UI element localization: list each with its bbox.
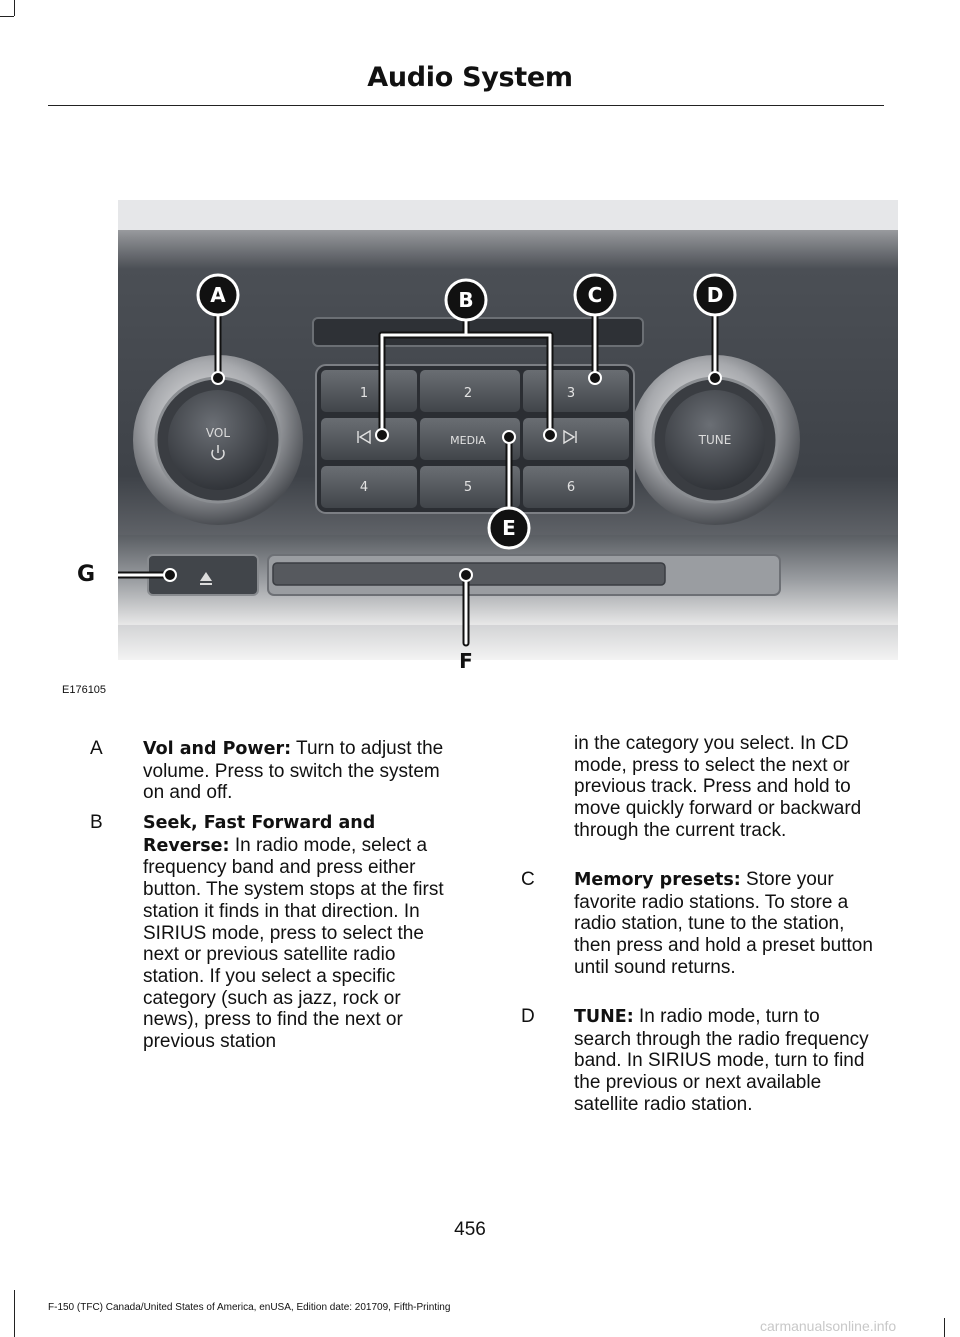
entry-description: In radio mode, turn to search through th… xyxy=(574,1006,869,1115)
radio-panel-illustration: VOL TUNE 1 2 3 MEDIA 4 5 6 xyxy=(118,180,898,670)
header-divider xyxy=(48,105,884,106)
entry-letter: B xyxy=(90,812,103,833)
entry-letter: C xyxy=(521,869,535,890)
tune-knob: TUNE xyxy=(630,355,800,525)
entry-term: Seek, Fast Forward and Reverse: xyxy=(143,813,376,856)
entry-letter: D xyxy=(521,1006,535,1027)
media-label: MEDIA xyxy=(450,434,486,447)
seek-back-icon xyxy=(357,429,371,445)
callout-c: C xyxy=(588,283,603,307)
seek-forward-icon xyxy=(563,429,577,445)
entry-description: Store your favorite radio stations. To s… xyxy=(574,869,873,978)
callout-b: B xyxy=(458,288,473,312)
callout-f: F xyxy=(459,649,473,670)
preset-2-label: 2 xyxy=(464,386,472,401)
crop-mark xyxy=(14,0,15,16)
callout-d: D xyxy=(707,283,724,307)
preset-5-label: 5 xyxy=(464,480,472,495)
eject-icon xyxy=(200,572,212,585)
entry-description: Turn to adjust the volume. Press to swit… xyxy=(143,738,444,804)
vol-knob: VOL xyxy=(133,355,303,525)
power-icon xyxy=(211,445,225,460)
preset-6-label: 6 xyxy=(567,480,575,495)
figure-code: E176105 xyxy=(62,684,107,696)
watermark: carmanualsonline.info xyxy=(760,1318,897,1334)
callout-g: G xyxy=(77,562,96,587)
entry-term: Memory presets: xyxy=(574,870,741,890)
crop-mark xyxy=(0,16,14,17)
page-title: Audio System xyxy=(367,62,573,93)
footer-edition: F-150 (TFC) Canada/United States of Amer… xyxy=(48,1302,451,1313)
entry-b-continuation: in the category you select. In CD mode, … xyxy=(574,733,862,841)
entry-description: In radio mode, select a frequency band a… xyxy=(143,834,444,1053)
crop-mark xyxy=(944,1318,945,1337)
preset-3-label: 3 xyxy=(567,386,575,401)
preset-4-label: 4 xyxy=(360,480,368,495)
entry-term: Vol and Power: xyxy=(143,739,292,759)
preset-1-label: 1 xyxy=(360,386,368,401)
vol-label: VOL xyxy=(206,426,230,440)
entry-term: TUNE: xyxy=(574,1007,634,1027)
callout-e: E xyxy=(502,516,516,540)
page-number: 456 xyxy=(454,1219,486,1240)
crop-mark xyxy=(14,1290,15,1337)
entry-letter: A xyxy=(90,738,103,759)
tune-label: TUNE xyxy=(698,433,732,447)
callout-a: A xyxy=(210,283,226,307)
